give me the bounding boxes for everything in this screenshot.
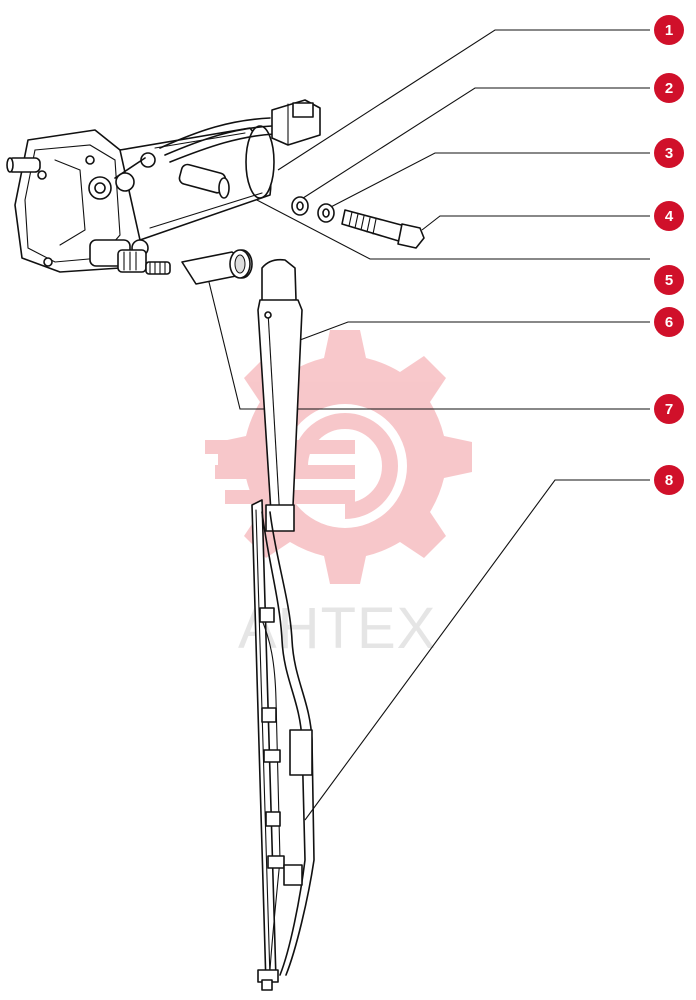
fasteners xyxy=(291,196,425,249)
leader-line-1 xyxy=(277,29,650,171)
callout-number: 4 xyxy=(665,208,674,225)
callout-number: 6 xyxy=(665,314,673,331)
callout-6: 6 xyxy=(654,307,684,337)
spacer-sleeve xyxy=(181,249,253,285)
callout-number: 5 xyxy=(665,272,673,289)
callout-badge xyxy=(654,394,684,424)
callout-badge xyxy=(654,265,684,295)
leader-line-2 xyxy=(299,87,650,201)
watermark-text: AHTEX xyxy=(238,596,436,661)
callout-badge xyxy=(654,201,684,231)
callout-number: 2 xyxy=(665,80,673,97)
leader-line-5 xyxy=(227,184,650,260)
callout-3: 3 xyxy=(654,138,684,168)
callout-number: 1 xyxy=(665,22,673,39)
callout-4: 4 xyxy=(654,201,684,231)
callout-number: 3 xyxy=(665,145,673,162)
wiper-motor xyxy=(6,99,321,275)
callout-badge xyxy=(654,73,684,103)
callout-number: 8 xyxy=(665,472,673,489)
callout-2: 2 xyxy=(654,73,684,103)
leader-line-7 xyxy=(207,277,650,410)
wiper-blade xyxy=(251,499,315,991)
callout-5: 5 xyxy=(654,265,684,295)
wiper-arm xyxy=(257,258,303,532)
watermark: AHTEX xyxy=(205,330,472,661)
callout-badge xyxy=(654,307,684,337)
watermark-gear-icon xyxy=(205,330,472,584)
callout-1: 1 xyxy=(654,15,684,45)
callout-number: 7 xyxy=(665,401,673,418)
leader-line-4 xyxy=(421,215,650,231)
leader-lines xyxy=(207,29,650,821)
leader-line-6 xyxy=(299,321,650,341)
leader-line-8 xyxy=(304,479,650,821)
callout-7: 7 xyxy=(654,394,684,424)
callout-badge xyxy=(654,15,684,45)
callout-badge xyxy=(654,138,684,168)
callout-8: 8 xyxy=(654,465,684,495)
leader-line-3 xyxy=(324,152,650,211)
callout-badge xyxy=(654,465,684,495)
